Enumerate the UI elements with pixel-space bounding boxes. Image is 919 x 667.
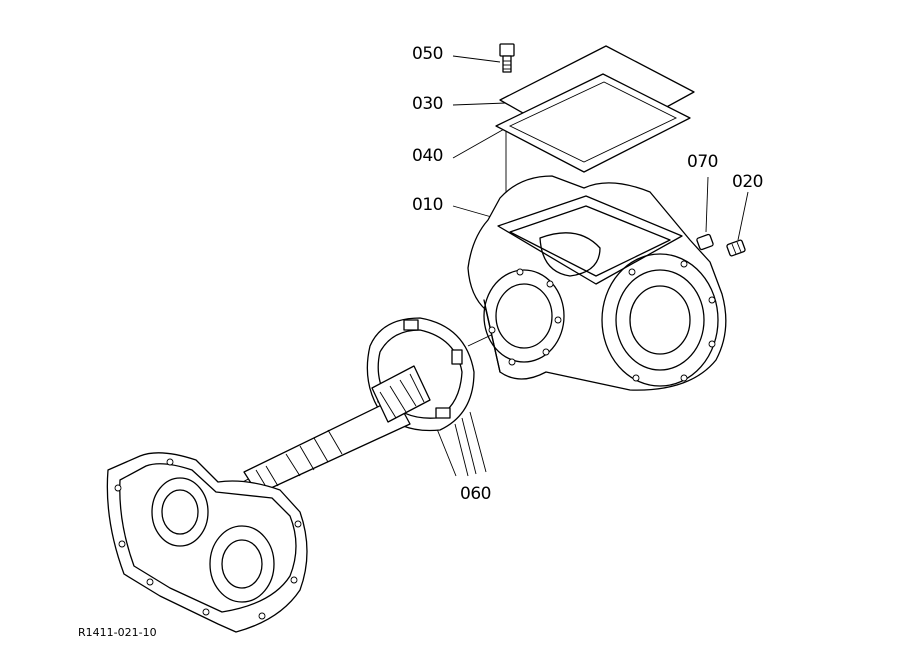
- leader-060-d: [434, 423, 457, 477]
- bolt-050: [499, 43, 515, 73]
- figure-reference: R1411-021-10: [78, 626, 157, 639]
- callout-060: 060: [460, 484, 491, 504]
- gear-case-cover: [106, 452, 308, 633]
- callout-070: 070: [687, 152, 718, 172]
- leader-050: [452, 55, 501, 63]
- callout-040: 040: [412, 146, 443, 166]
- leader-060-b: [461, 417, 477, 475]
- plug-070: [696, 233, 714, 251]
- leader-030: [452, 102, 507, 106]
- callout-020: 020: [732, 172, 763, 192]
- housing-010: [467, 175, 727, 391]
- plug-020: [726, 239, 746, 257]
- leader-060-c: [469, 411, 487, 473]
- callout-050: 050: [412, 44, 443, 64]
- callout-030: 030: [412, 94, 443, 114]
- leader-070: [705, 176, 709, 233]
- leader-040: [452, 127, 507, 159]
- leader-020: [737, 191, 749, 241]
- leader-010: [452, 205, 496, 219]
- shaft: [243, 365, 431, 495]
- callout-010: 010: [412, 195, 443, 215]
- gasket-040: [495, 73, 691, 173]
- leader-060-a: [454, 423, 469, 477]
